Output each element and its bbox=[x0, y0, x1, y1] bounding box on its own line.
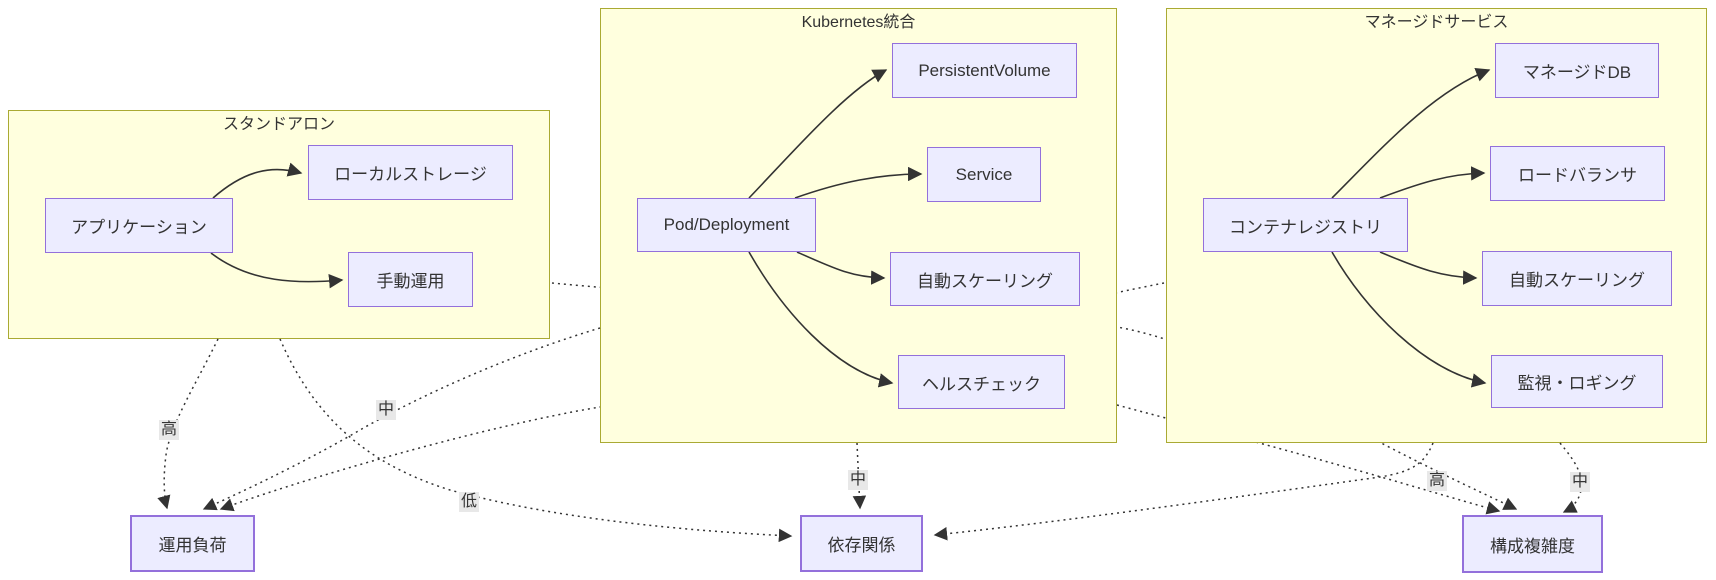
node-manual-ops: 手動運用 bbox=[348, 252, 473, 307]
node-autoscaling-k8s: 自動スケーリング bbox=[890, 252, 1080, 306]
node-persistentvolume: PersistentVolume bbox=[892, 43, 1077, 98]
edge-managed-to-dependency bbox=[933, 442, 1434, 541]
node-load-balancer: ロードバランサ bbox=[1490, 146, 1665, 201]
edge-label-high-right: 高 bbox=[1426, 471, 1448, 491]
cluster-standalone-title: スタンドアロン bbox=[222, 116, 335, 133]
edge-label-low-dependency: 低 bbox=[458, 492, 480, 512]
node-local-storage: ローカルストレージ bbox=[308, 145, 513, 200]
node-monitoring-logging: 監視・ロギング bbox=[1491, 355, 1663, 408]
node-pod-deployment: Pod/Deployment bbox=[637, 198, 816, 252]
cluster-kubernetes-title: Kubernetes統合 bbox=[801, 14, 916, 31]
cluster-managed-title: マネージドサービス bbox=[1364, 14, 1509, 31]
node-application: アプリケーション bbox=[45, 198, 233, 253]
node-complexity: 構成複雑度 bbox=[1462, 515, 1603, 573]
node-managed-db: マネージドDB bbox=[1495, 43, 1659, 98]
node-ops-load: 運用負荷 bbox=[130, 515, 255, 572]
node-healthcheck: ヘルスチェック bbox=[898, 355, 1065, 409]
edge-kubernetes-to-ops-load bbox=[202, 327, 601, 511]
node-service: Service bbox=[927, 147, 1041, 202]
edge-label-mid-ops: 中 bbox=[375, 400, 397, 420]
edge-label-high-ops: 高 bbox=[158, 420, 180, 440]
edge-label-mid-dependency: 中 bbox=[847, 470, 869, 490]
node-autoscaling-managed: 自動スケーリング bbox=[1482, 251, 1672, 306]
node-container-registry: コンテナレジストリ bbox=[1203, 198, 1408, 252]
edge-label-mid-complexity: 中 bbox=[1569, 472, 1591, 492]
node-dependency: 依存関係 bbox=[800, 515, 923, 572]
